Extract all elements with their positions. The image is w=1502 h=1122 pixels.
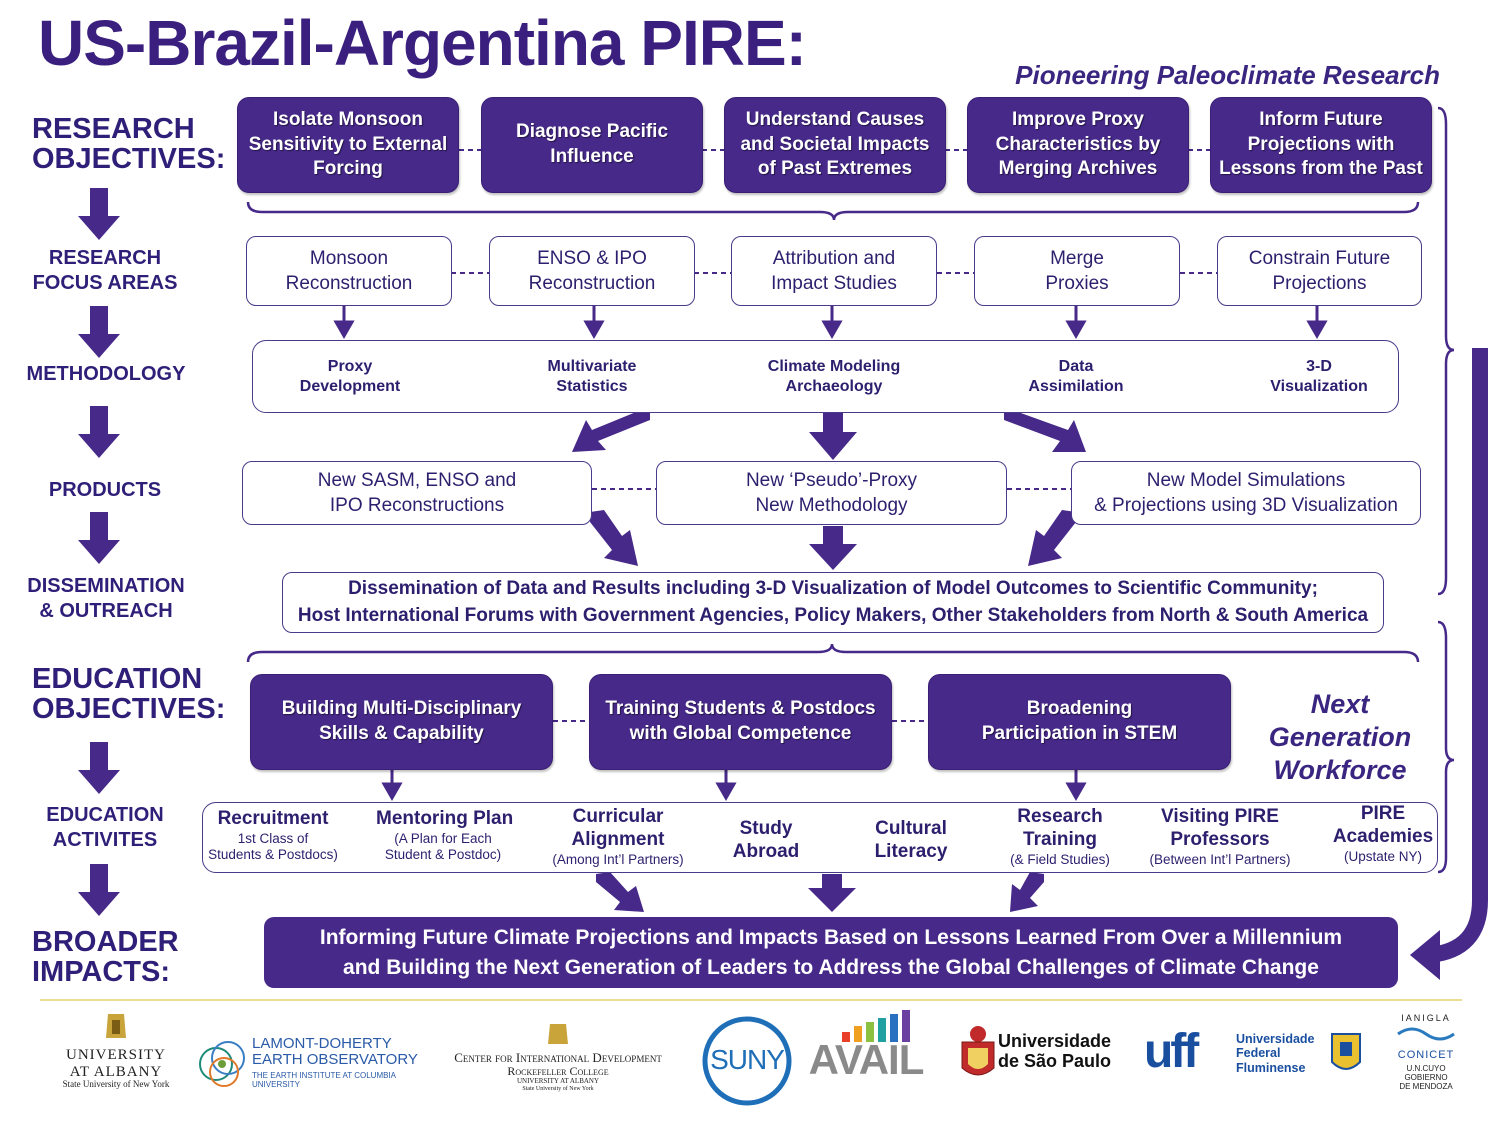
activity-study-abroad: Study Abroad (732, 818, 800, 862)
lamont-rings-icon (199, 1041, 245, 1087)
left-arrow (78, 188, 120, 240)
activity-pire-academies: PIRE Academies (Upstate NY) (1332, 803, 1434, 864)
dissemination-box: Dissemination of Data and Results includ… (282, 572, 1384, 633)
product-model-simulations: New Model Simulations& Projections using… (1071, 461, 1421, 525)
usp-crest-icon (961, 1026, 995, 1076)
page-title: US-Brazil-Argentina PIRE: (38, 7, 807, 79)
usp-name-line: de São Paulo (998, 1050, 1112, 1071)
avail-bars-icon (842, 1010, 910, 1042)
usp-name-line: Universidade (998, 1031, 1112, 1051)
left-flow-arrows (78, 188, 120, 916)
methodology-panel (252, 340, 1399, 413)
lamont-logo: LAMONT-DOHERTY EARTH OBSERVATORY THE EAR… (194, 1034, 420, 1094)
activity-visiting-professors: Visiting PIRE Professors (Between Int’l … (1149, 806, 1291, 867)
albany-crest-icon (106, 1014, 126, 1038)
left-arrow (78, 306, 120, 358)
activity-research-training: Research Training (& Field Studies) (1010, 806, 1110, 867)
left-arrow (78, 864, 120, 916)
uff-crest-icon (1331, 1033, 1361, 1070)
education-activities-panel (202, 802, 1438, 873)
activity-curricular-alignment: Curricular Alignment (Among Int’l Partne… (552, 806, 684, 867)
ianigla-logo: IANIGLA CONICET U.N.CUYO GOBIERNO DE MEN… (1390, 1013, 1462, 1104)
page-subtitle: Pioneering Paleoclimate Research (1015, 60, 1440, 90)
cid-logo: Center for International Development Roc… (428, 1024, 688, 1100)
uff-name-line: Fluminense (1236, 1060, 1306, 1075)
left-arrow (78, 742, 120, 794)
activity-mentoring-plan: Mentoring Plan (A Plan for Each Student … (376, 808, 514, 862)
label-products: PRODUCTS (48, 479, 162, 501)
activity-cultural-literacy: Cultural Literacy (874, 818, 948, 862)
activity-recruitment: Recruitment 1st Class of Students & Post… (208, 808, 338, 862)
suny-ring-icon (702, 1016, 792, 1106)
uff-name-line: Universidade (1236, 1032, 1315, 1046)
ianigla-wave-icon (1397, 1027, 1455, 1041)
label-dissemination: DISSEMINATION& OUTREACH (27, 575, 185, 622)
cid-crest-icon (548, 1024, 568, 1044)
uff-mark: uff (1144, 1025, 1199, 1078)
left-arrow (78, 406, 120, 458)
usp-logo: Universidade de São Paulo (958, 1024, 1132, 1084)
label-methodology: METHODOLOGY (26, 363, 186, 385)
left-arrow (78, 512, 120, 564)
uff-logo: uff Universidade Federal Fluminense (1144, 1025, 1370, 1080)
suny-logo: SUNY (702, 1016, 792, 1106)
broader-impacts-bar: Informing Future Climate Projections and… (264, 917, 1398, 988)
avail-logo: AVAIL (806, 1010, 926, 1084)
albany-logo: UNIVERSITY AT ALBANY State University of… (56, 1012, 176, 1102)
uff-name-line: Federal (1236, 1046, 1281, 1061)
